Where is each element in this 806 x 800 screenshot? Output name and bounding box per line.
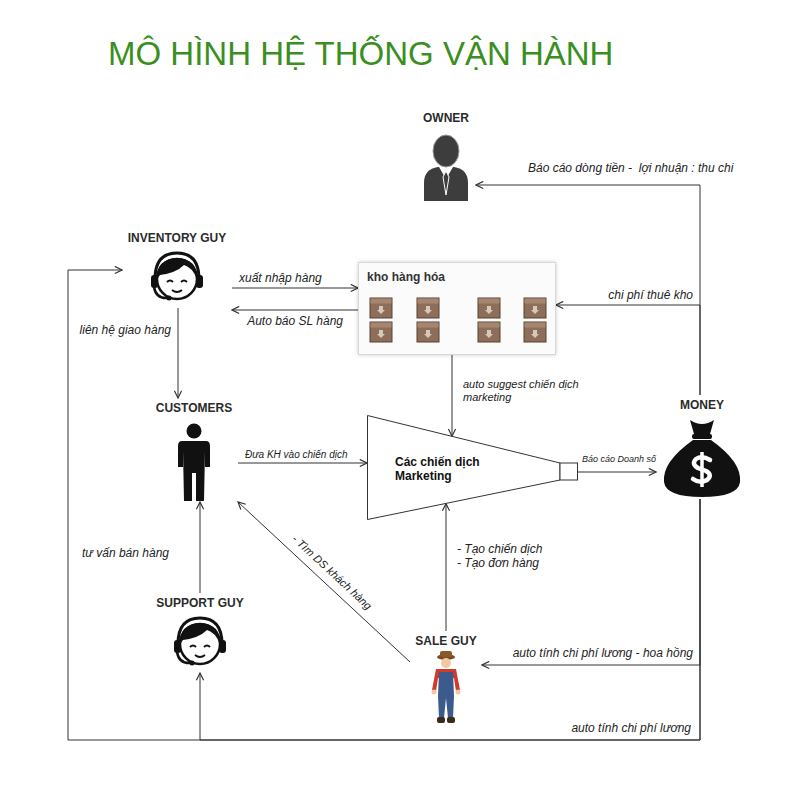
connector xyxy=(200,502,201,593)
headset-icon xyxy=(148,249,206,307)
edge-label: Báo cáo Doanh số xyxy=(581,454,657,464)
connector xyxy=(232,310,358,311)
edge-label: - Tạo chiến dịch - Tạo đơn hàng xyxy=(456,543,548,571)
edge-label: auto tính chi phí lương - hoa hồng xyxy=(512,647,694,661)
role-node: OWNER xyxy=(416,108,476,202)
edge-label: xuất nhập hàng xyxy=(238,272,323,286)
node-label: SALE GUY xyxy=(415,634,476,649)
connector xyxy=(452,355,453,436)
funnel-spout xyxy=(560,463,578,480)
connector xyxy=(200,499,700,740)
edge-label: Auto báo SL hàng xyxy=(246,315,344,329)
connector xyxy=(578,472,656,473)
node-label: OWNER xyxy=(423,111,469,126)
node-label: MONEY xyxy=(680,398,724,413)
edge-label: auto suggest chiến dịch marketing xyxy=(462,378,589,403)
role-node: INVENTORY GUY xyxy=(122,228,232,308)
warehouse-box: kho hàng hóa xyxy=(358,262,556,355)
edge-label: - Tìm DS khách hàng xyxy=(289,531,375,612)
connector xyxy=(178,308,179,398)
node-label: kho hàng hóa xyxy=(367,270,445,285)
headset-icon xyxy=(171,614,229,672)
connector xyxy=(238,502,410,662)
owner-icon xyxy=(420,133,472,201)
edge-label: Báo cáo dòng tiền - lợi nhuận : thu chi xyxy=(527,162,734,176)
connector xyxy=(446,504,447,631)
connector-group xyxy=(68,185,700,740)
edge-label: Đưa KH vào chiến dịch xyxy=(244,449,349,461)
node-label: CUSTOMERS xyxy=(156,401,232,416)
edge-label: chi phí thuê kho xyxy=(607,289,694,303)
edge-label: auto tính chi phí lương xyxy=(570,722,692,736)
node-label: Các chiến dịch Marketing xyxy=(395,455,485,483)
connector xyxy=(238,463,367,464)
connector xyxy=(68,270,700,740)
edge-label: liên hệ giao hàng xyxy=(79,324,172,338)
edge-label: tư vấn bán hàng xyxy=(81,547,170,561)
connector xyxy=(232,288,358,289)
connector xyxy=(482,499,700,665)
node-label: INVENTORY GUY xyxy=(128,231,226,246)
role-node: SUPPORT GUY xyxy=(146,593,254,673)
money-node: MONEY xyxy=(656,395,748,499)
funnel-body xyxy=(368,416,561,520)
campaign-funnel: Các chiến dịch Marketing xyxy=(367,415,578,520)
diagram-title: MÔ HÌNH HỆ THỐNG VẬN HÀNH xyxy=(108,34,613,74)
role-node: SALE GUY xyxy=(410,631,482,725)
money-bag-icon xyxy=(660,416,744,498)
sale-figure-icon xyxy=(429,650,463,724)
node-label: SUPPORT GUY xyxy=(156,596,243,611)
role-node: CUSTOMERS xyxy=(150,398,238,502)
customer-icon xyxy=(174,423,214,501)
